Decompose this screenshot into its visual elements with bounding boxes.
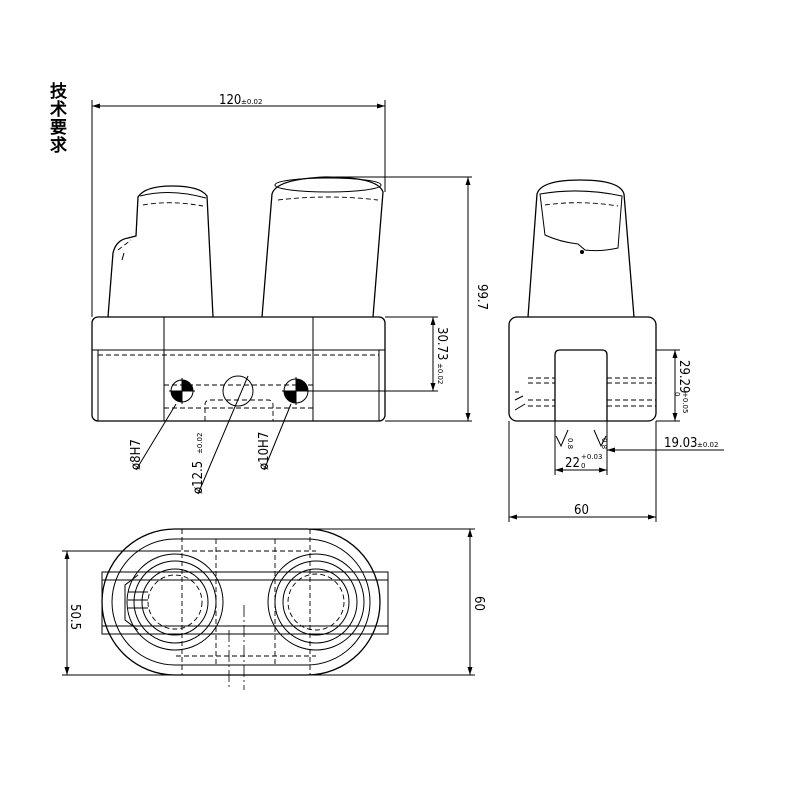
side-view: 29.29 +0.05 0 22 +0.03 0 0.8 0.8 19.03 ±… — [508, 179, 724, 522]
slot-height-tol-upper: +0.05 — [681, 392, 689, 413]
slot-height-dimension: 29.29 — [676, 360, 691, 393]
slot-height-tol-lower: 0 — [673, 392, 681, 396]
hole-center-tolerance: ±0.02 — [196, 433, 204, 454]
side-tower — [527, 179, 635, 318]
front-view: ø8H7 ø10H7 ø12.5 ±0.02 120 ±0.02 99.7 30… — [91, 93, 489, 495]
front-base-block — [91, 316, 386, 422]
roughness-right: 0.8 — [600, 438, 608, 449]
overall-dimension: 60 — [471, 596, 486, 611]
hole-center-symbol — [222, 375, 254, 407]
slot-offset-dimension: 19.03 — [664, 436, 697, 451]
hole-right-label: ø10H7 — [257, 432, 272, 470]
technical-requirements-note: 技术要求 — [46, 81, 67, 154]
hole-center-label: ø12.5 — [191, 461, 206, 494]
width-tolerance: ±0.02 — [241, 98, 262, 106]
depth-dimension: 50.5 — [67, 604, 82, 630]
side-slot — [554, 349, 608, 421]
slot-width-dimension: 22 — [565, 456, 580, 471]
slot-width-tol-lower: 0 — [581, 462, 585, 470]
base-height-tolerance: ±0.02 — [436, 363, 444, 384]
base-width-dimension: 60 — [574, 503, 589, 518]
width-dimension: 120 — [219, 93, 241, 108]
base-height-dimension: 30.73 — [434, 327, 449, 360]
front-left-tower — [107, 185, 214, 318]
hole-left-label: ø8H7 — [129, 439, 144, 470]
front-right-tower — [261, 176, 384, 318]
height-dimension: 99.7 — [474, 284, 489, 310]
hole-left-symbol — [169, 378, 195, 404]
roughness-left: 0.8 — [566, 438, 574, 449]
slot-width-tol-upper: +0.03 — [581, 453, 602, 461]
slot-offset-tolerance: ±0.02 — [697, 441, 718, 449]
side-base-block — [508, 316, 657, 422]
hole-right-symbol — [282, 377, 310, 405]
top-view: 50.5 60 — [62, 528, 486, 690]
